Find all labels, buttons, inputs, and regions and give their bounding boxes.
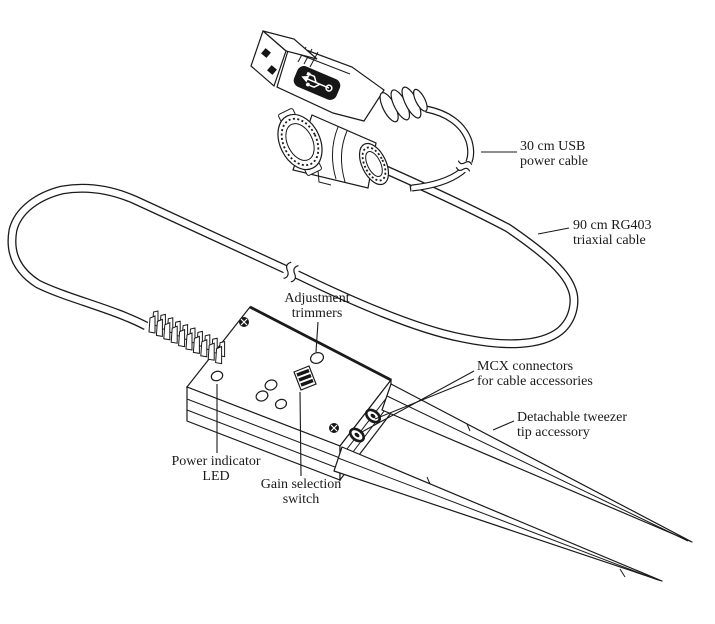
adjustment-trimmer-hole bbox=[309, 352, 325, 364]
label-tweezer-tip: Detachable tweezer tip accessory bbox=[517, 410, 627, 440]
leader-mcx-b bbox=[374, 378, 475, 420]
leader-triax-cable bbox=[537, 227, 570, 235]
triax-connector-illustration bbox=[277, 108, 390, 189]
screw-icon bbox=[239, 317, 249, 327]
label-triaxial-cable: 90 cm RG403 triaxial cable bbox=[573, 218, 652, 248]
tweezer-arms bbox=[333, 383, 693, 582]
leader-tweezer-tip bbox=[492, 420, 515, 431]
trimmer-holes bbox=[255, 379, 288, 410]
label-mcx-connectors: MCX connectors for cable accessories bbox=[477, 359, 593, 389]
label-gain-switch: Gain selection switch bbox=[260, 477, 342, 507]
cable-break-icon bbox=[455, 158, 473, 174]
leader-gain-switch bbox=[299, 391, 302, 477]
label-usb-power-cable: 30 cm USB power cable bbox=[520, 139, 589, 169]
cable-break-icon bbox=[281, 261, 301, 283]
leader-trimmers bbox=[315, 321, 319, 353]
strain-relief-fins bbox=[148, 310, 226, 365]
screw-icon bbox=[329, 423, 339, 433]
mcx-connectors bbox=[348, 408, 382, 443]
leader-lines bbox=[216, 151, 570, 477]
label-adjustment-trimmers: Adjustment trimmers bbox=[284, 291, 350, 321]
usb-connector-illustration bbox=[250, 29, 428, 123]
usb-logo-icon bbox=[293, 66, 341, 100]
label-power-led: Power indicator LED bbox=[171, 454, 261, 484]
gain-selection-switch bbox=[293, 365, 317, 391]
power-led-hole bbox=[210, 370, 224, 382]
usb-power-cable bbox=[410, 109, 471, 192]
